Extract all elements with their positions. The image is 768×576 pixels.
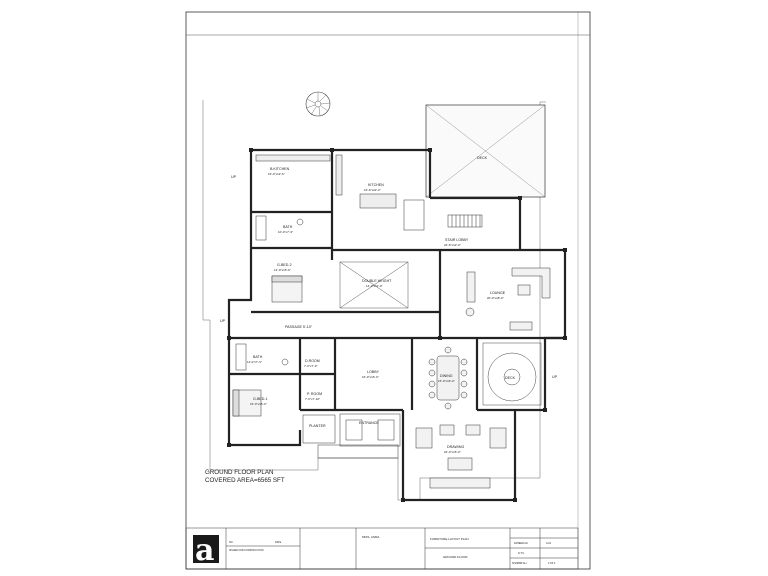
title-block [185, 527, 579, 570]
room-drawing-name: DRAWING [447, 445, 464, 449]
room-bath-a-name: BATH [283, 225, 293, 229]
tb-sheet: 2 OF 4 [548, 562, 556, 565]
room-p-room-dim: 7'-0"x7'-10" [305, 397, 320, 401]
lounge-furniture [465, 267, 551, 331]
marker-up-mid-left: UP [220, 319, 226, 323]
room-g-bed-2-dim: 14'-0"x15'-6" [274, 268, 291, 272]
bath-fixtures [235, 215, 304, 371]
room-d-room-name: D.ROOM [305, 359, 320, 363]
room-deck-mid: DECK [505, 376, 516, 380]
room-dining-name: DINING [440, 374, 453, 378]
plan-title: GROUND FLOOR PLAN [205, 469, 273, 476]
room-deck-top: DECK [477, 156, 488, 160]
stair-lobby-stairs [403, 199, 483, 231]
room-bath-a-dim: 10'-0"x7'-3" [278, 230, 293, 234]
room-bath-b-dim: 11'-0"x7'-3" [247, 360, 262, 364]
room-g-bed-2-name: G-BED-2 [277, 263, 292, 267]
double-height-void [339, 261, 409, 309]
room-drawing-dim: 24'-0"x15'-0" [444, 450, 461, 454]
tb-date-header: DATE [275, 541, 282, 544]
covered-area: COVERED AREA=6565 SFT [205, 477, 285, 484]
room-entrance: ENTRANCE [359, 421, 379, 425]
room-bath-b-name: BATH [253, 355, 263, 359]
room-b-kitchen-name: B.KITCHEN [270, 167, 290, 171]
tb-issue: ISSUED FOR CONSTRUCTION [229, 549, 264, 552]
room-g-bed-1-name: G-BED-1 [253, 397, 268, 401]
marker-up-left: UP [231, 175, 237, 179]
room-lobby-dim: 16'-0"x16'-0" [362, 375, 379, 379]
room-g-bed-1-dim: 15'-0"x15'-0" [250, 402, 267, 406]
deck-mid-outline [482, 342, 542, 406]
tb-project: MISS. ASMA [362, 535, 379, 539]
columns [227, 148, 567, 502]
company-logo [193, 535, 219, 563]
room-kitchen-name: KITCHEN [368, 183, 384, 187]
tb-drawing-title: FURNITURE LAYOUT PLAN [430, 537, 469, 541]
room-dining-dim: 15'-0"x16'-0" [438, 379, 455, 383]
tb-code-box: A-01 [546, 542, 552, 545]
room-passage: PASSAGE 5'-10" [285, 325, 313, 329]
room-planter: PLANTER [309, 424, 326, 428]
drawing-room-furniture [415, 424, 507, 489]
spiral-stair [305, 91, 331, 117]
room-lounge-name: LOUNGE [490, 291, 506, 295]
tb-floor: GROUND FLOOR [443, 555, 468, 559]
tb-scale: N.T.S [518, 552, 524, 555]
tb-drawn-by: ZAHEER ALI [514, 542, 528, 545]
dining-table [428, 346, 468, 410]
tb-checked: SHAZBIR ALI [512, 562, 527, 565]
marker-up-right: UP [552, 375, 558, 379]
kitchen-counters [255, 154, 397, 209]
room-d-room-dim: 7'-0"x7'-9" [304, 364, 317, 368]
room-double-height-name: DOUBLE HEIGHT [362, 279, 392, 283]
room-lobby-name: LOBBY [367, 370, 380, 374]
room-stair-lobby-name: STAIR LOBBY [445, 238, 469, 242]
room-stair-lobby-dim: 24'-6"x12'-0" [444, 243, 461, 247]
entrance-area [302, 413, 401, 459]
room-lounge-dim: 20'-0"x18'-0" [487, 296, 504, 300]
room-double-height-dim: 14'-0"x11'-0" [366, 284, 383, 288]
room-kitchen-dim: 16'-6"x22'-0" [364, 188, 381, 192]
beds [232, 275, 303, 417]
room-b-kitchen-dim: 15'-0"x12'-6" [268, 172, 285, 176]
logo-letter: a [195, 533, 214, 568]
tb-revision-header: NO. [229, 541, 234, 544]
room-p-room-name: P. ROOM [307, 392, 322, 396]
